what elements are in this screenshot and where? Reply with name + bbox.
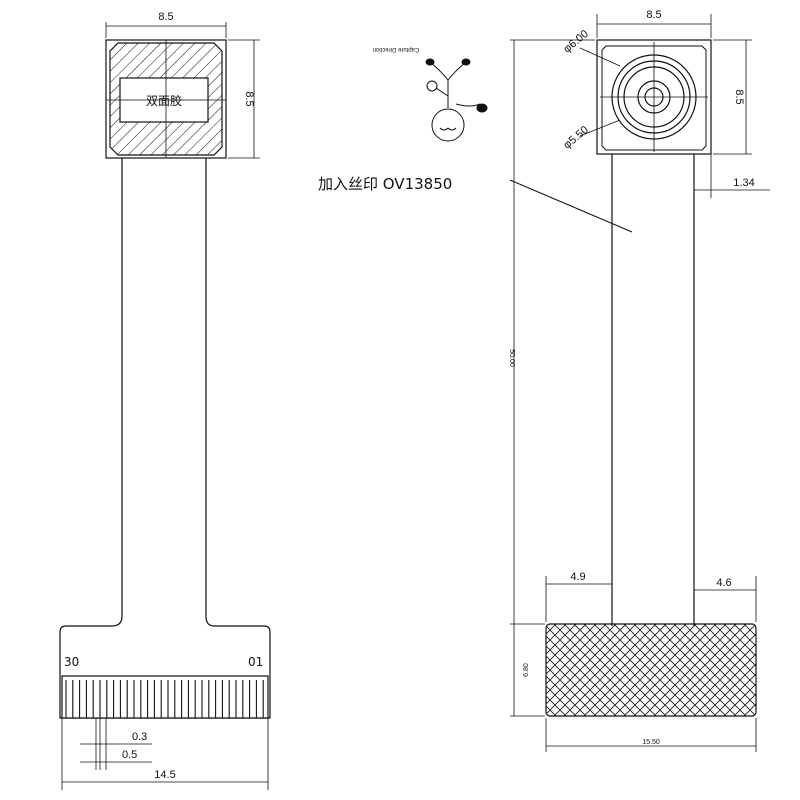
length-dim: 50.00 xyxy=(508,349,515,367)
dia-outer-dim: φ6.00 xyxy=(561,28,591,56)
right-margin-dim: 4.6 xyxy=(716,577,731,589)
pin-first-label: 30 xyxy=(64,655,79,669)
bottom-width-dim: 14.5 xyxy=(154,769,175,781)
connector-pins xyxy=(61,675,269,719)
pin-width-dim: 0.5 xyxy=(122,749,137,761)
stiffener-width-dim: 15.50 xyxy=(642,739,660,746)
stiffener-height-dim: 6.80 xyxy=(523,663,530,677)
tape-label: 双面胶 xyxy=(146,93,182,108)
right-flex-cable xyxy=(611,154,695,626)
capture-direction-figure xyxy=(425,58,488,142)
right-view xyxy=(510,14,770,752)
capture-direction-text: Capture Direction xyxy=(373,46,420,52)
left-flex-cable xyxy=(59,158,271,719)
pin-last-label: 01 xyxy=(248,655,263,669)
stiffener xyxy=(545,623,757,717)
left-top-width: 8.5 xyxy=(158,11,173,23)
left-margin-dim: 4.9 xyxy=(570,571,585,583)
dia-inner-dim: φ5.50 xyxy=(561,124,591,152)
silkscreen-note: 加入丝印 OV13850 xyxy=(318,175,452,193)
right-top-width: 8.5 xyxy=(646,9,661,21)
offset-dim: 1.34 xyxy=(733,177,754,189)
pitch-dim: 0.3 xyxy=(132,731,147,743)
left-view xyxy=(59,22,271,790)
left-side-height: 8.5 xyxy=(243,91,255,106)
leader-line xyxy=(509,179,633,233)
right-side-height: 8.5 xyxy=(733,89,745,104)
right-sensor-frame xyxy=(596,39,712,155)
